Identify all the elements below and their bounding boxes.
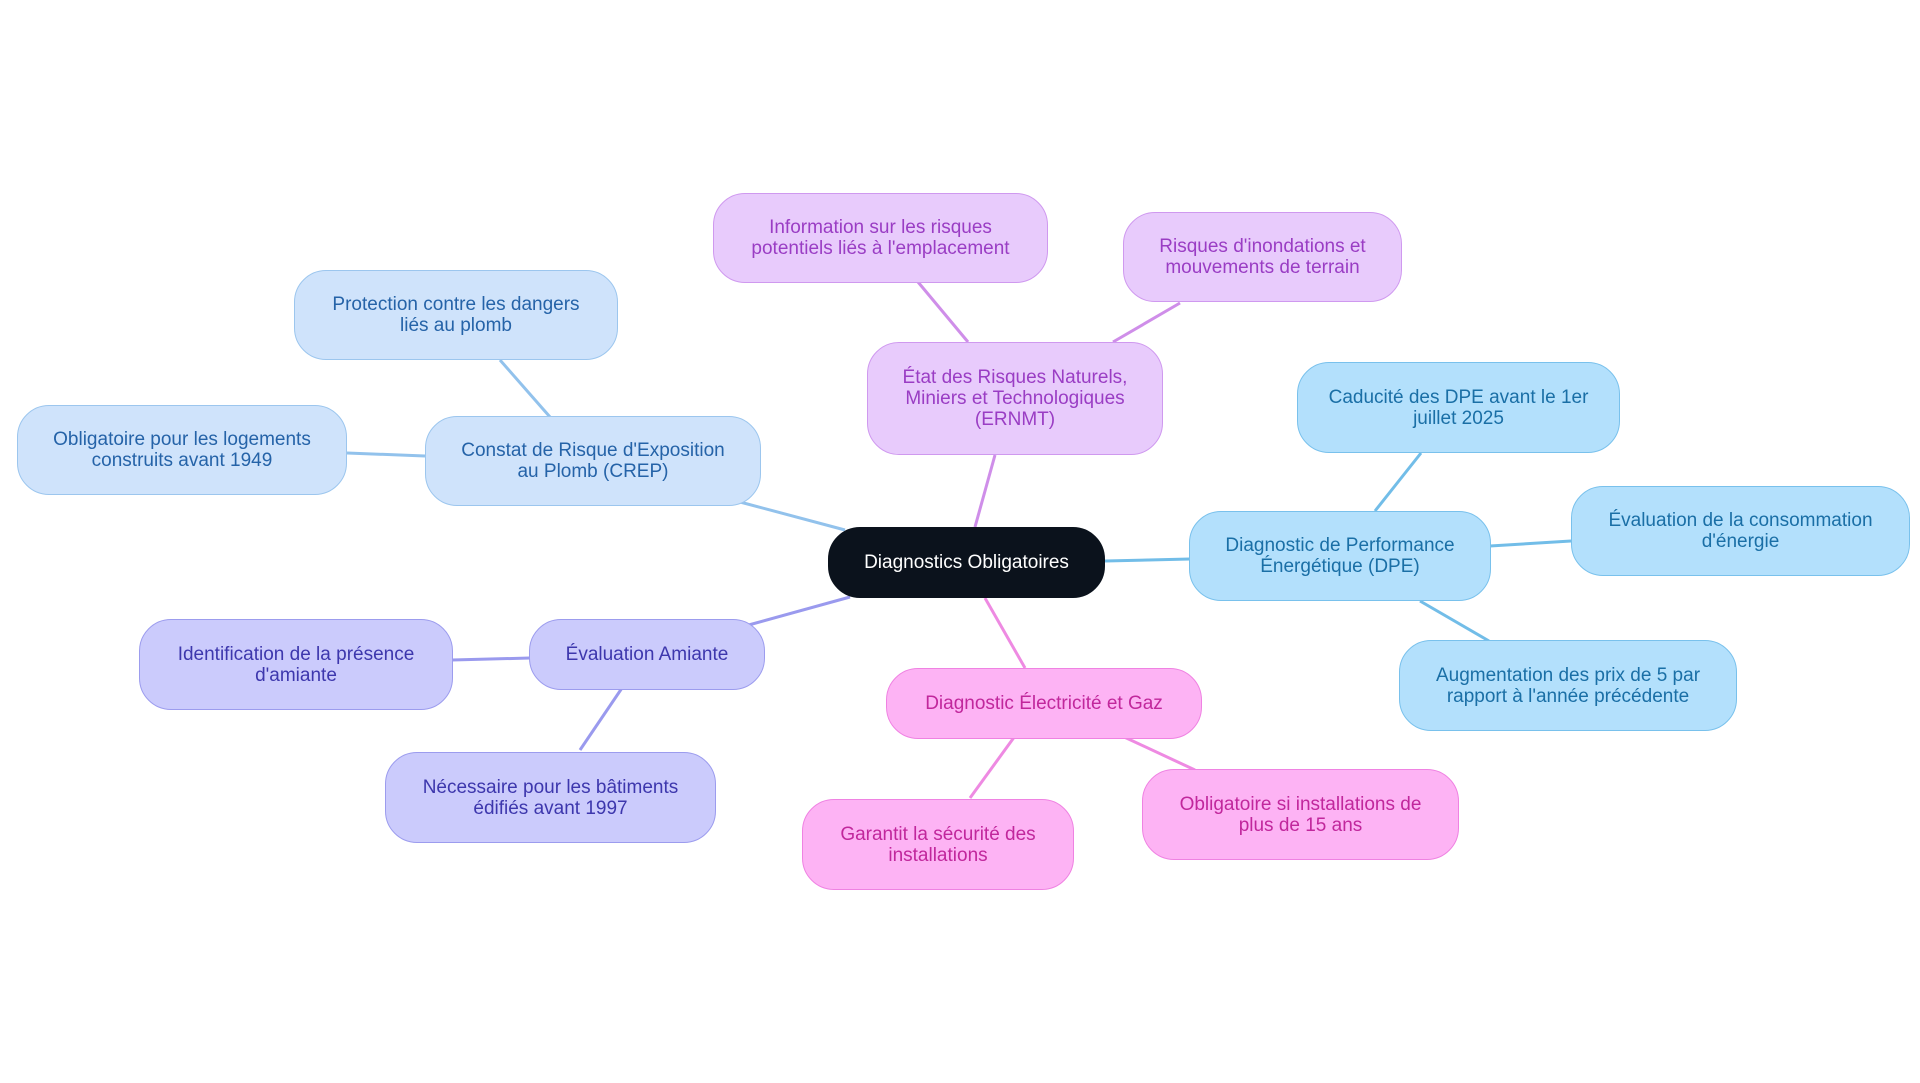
crep-child-2: Obligatoire pour les logements construit…: [17, 405, 347, 495]
ernmt-child-1-line-1: Information sur les risques: [769, 217, 992, 238]
amiante-child-2-line-1: Nécessaire pour les bâtiments: [422, 776, 679, 798]
edge-root-ernmt: [973, 454, 997, 528]
dpe-child-2-line-2: d'énergie: [1701, 531, 1780, 552]
edge-root-amiante: [744, 595, 851, 628]
amiante-child-1-line-2: d'amiante: [255, 664, 337, 686]
branch-dpe-line-1: Diagnostic de Performance: [1225, 535, 1455, 556]
amiante-child-2-line-2: édifiés avant 1997: [473, 797, 628, 819]
edge-dpe-child-2: [1489, 539, 1572, 548]
dpe-child-1-line-1: Caducité des DPE avant le 1er: [1328, 386, 1589, 408]
elec-child-1: Garantit la sécurité des installations: [802, 799, 1074, 890]
edge-dpe-child-3: [1419, 599, 1490, 643]
edge-amiante-child-2: [578, 687, 624, 751]
crep-child-2-line-1: Obligatoire pour les logements: [53, 429, 311, 450]
edge-root-elec: [983, 597, 1027, 669]
ernmt-child-1: Information sur les risques potentiels l…: [713, 193, 1048, 283]
edge-elec-child-1: [968, 735, 1017, 799]
dpe-child-1-line-2: juillet 2025: [1413, 407, 1504, 429]
dpe-child-2-line-1: Évaluation de la consommation: [1608, 510, 1873, 531]
dpe-child-2: Évaluation de la consommation d'énergie: [1571, 486, 1910, 576]
branch-ernmt-line-2: Miniers et Technologiques: [905, 388, 1125, 409]
ernmt-child-2: Risques d'inondations et mouvements de t…: [1123, 212, 1402, 302]
root-node: Diagnostics Obligatoires: [828, 527, 1105, 598]
ernmt-child-2-line-2: mouvements de terrain: [1165, 257, 1360, 278]
dpe-child-1: Caducité des DPE avant le 1er juillet 20…: [1297, 362, 1620, 453]
dpe-child-3: Augmentation des prix de 5 par rapport à…: [1399, 640, 1737, 731]
elec-child-2-line-1: Obligatoire si installations de: [1179, 793, 1422, 815]
branch-dpe-line-2: Énergétique (DPE): [1260, 556, 1420, 577]
edge-elec-child-2: [1121, 734, 1196, 772]
edge-crep-child-2: [346, 451, 426, 458]
branch-dpe: Diagnostic de Performance Énergétique (D…: [1189, 511, 1491, 601]
branch-ernmt: État des Risques Naturels, Miniers et Te…: [867, 342, 1163, 455]
branch-elec-label: Diagnostic Électricité et Gaz: [925, 693, 1163, 714]
branch-ernmt-line-3: (ERNMT): [974, 409, 1056, 430]
edge-dpe-child-1: [1373, 452, 1423, 512]
edge-ernmt-child-1: [916, 281, 970, 343]
ernmt-child-1-line-2: potentiels liés à l'emplacement: [751, 238, 1010, 259]
dpe-child-3-line-2: rapport à l'année précédente: [1446, 685, 1690, 707]
branch-crep-line-1: Constat de Risque d'Exposition: [461, 440, 725, 461]
edge-root-dpe: [1104, 557, 1191, 563]
amiante-child-1-line-1: Identification de la présence: [177, 643, 415, 665]
root-label: Diagnostics Obligatoires: [864, 552, 1069, 573]
branch-amiante: Évaluation Amiante: [529, 619, 765, 690]
branch-crep: Constat de Risque d'Exposition au Plomb …: [425, 416, 761, 506]
crep-child-1-line-2: liés au plomb: [400, 315, 512, 336]
elec-child-2: Obligatoire si installations de plus de …: [1142, 769, 1459, 860]
crep-child-1: Protection contre les dangers liés au pl…: [294, 270, 618, 360]
branch-elec: Diagnostic Électricité et Gaz: [886, 668, 1202, 739]
edge-amiante-child-1: [451, 656, 531, 662]
amiante-child-1: Identification de la présence d'amiante: [139, 619, 453, 710]
elec-child-1-line-1: Garantit la sécurité des: [840, 823, 1036, 845]
branch-ernmt-line-1: État des Risques Naturels,: [902, 367, 1128, 388]
amiante-child-2: Nécessaire pour les bâtiments édifiés av…: [385, 752, 716, 843]
ernmt-child-2-line-1: Risques d'inondations et: [1159, 236, 1366, 257]
elec-child-1-line-2: installations: [888, 844, 988, 866]
edge-root-crep: [739, 500, 846, 532]
crep-child-1-line-1: Protection contre les dangers: [332, 294, 580, 315]
branch-crep-line-2: au Plomb (CREP): [517, 461, 669, 482]
elec-child-2-line-2: plus de 15 ans: [1238, 814, 1363, 836]
edge-ernmt-child-2: [1112, 301, 1181, 344]
crep-child-2-line-2: construits avant 1949: [91, 450, 273, 471]
dpe-child-3-line-1: Augmentation des prix de 5 par: [1435, 664, 1701, 686]
edge-crep-child-1: [498, 359, 552, 418]
branch-amiante-label: Évaluation Amiante: [565, 644, 729, 665]
